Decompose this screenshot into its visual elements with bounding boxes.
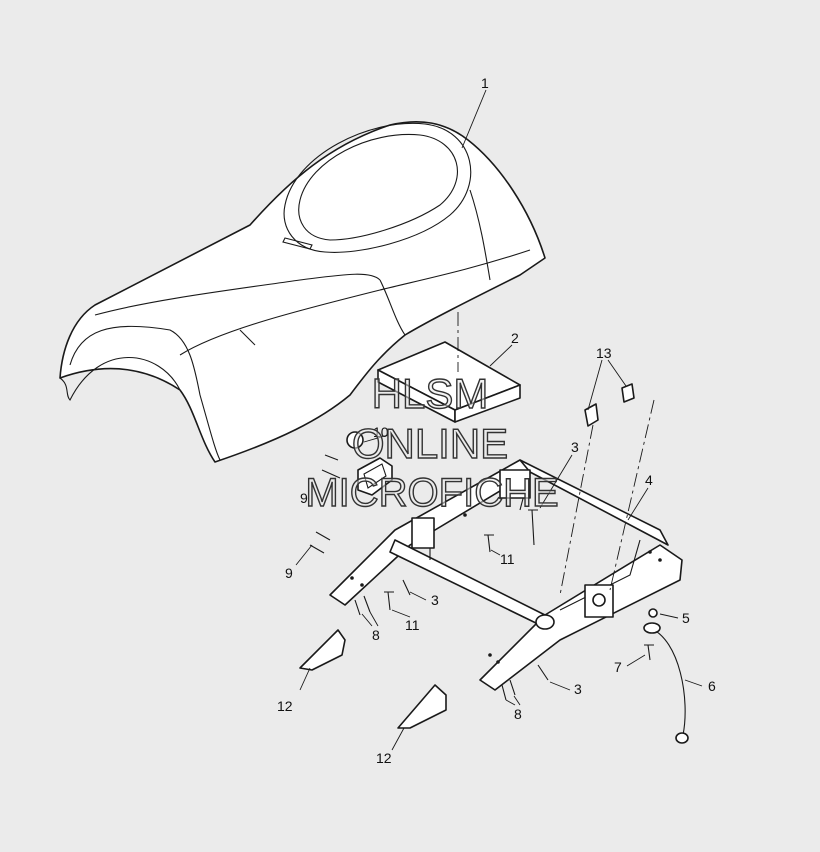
frame-rear-rail xyxy=(519,459,669,546)
leaders xyxy=(295,89,703,751)
tube-end xyxy=(535,614,555,630)
leader xyxy=(659,613,679,619)
dash-line xyxy=(559,424,594,596)
seat-stitch-3 xyxy=(379,279,406,336)
callout-3: 3 xyxy=(571,439,579,455)
seat-back-oval xyxy=(298,133,458,241)
seat-outline xyxy=(59,120,546,463)
brackets xyxy=(299,629,447,729)
callout-8: 8 xyxy=(514,706,522,722)
callout-8: 8 xyxy=(372,627,380,643)
hole xyxy=(350,576,354,580)
callout-7: 7 xyxy=(614,659,622,675)
callout-5: 5 xyxy=(682,610,690,626)
leader xyxy=(587,359,627,411)
pin xyxy=(309,531,331,554)
callout-11: 11 xyxy=(405,617,420,633)
bolt xyxy=(528,509,538,546)
seat xyxy=(59,120,546,463)
clip xyxy=(584,403,599,427)
hole xyxy=(658,558,662,562)
leader xyxy=(549,681,571,691)
nut xyxy=(648,608,658,618)
hole xyxy=(496,660,500,664)
clip xyxy=(621,383,635,403)
hole xyxy=(360,583,364,587)
callouts: 1 2 3 3 3 4 5 6 7 8 8 9 9 10 11 11 12 12… xyxy=(277,75,716,766)
callout-11: 11 xyxy=(500,551,515,567)
leader xyxy=(684,679,703,687)
callout-2: 2 xyxy=(511,330,519,346)
seat-front-rim xyxy=(69,325,221,461)
frame-right-rail xyxy=(479,544,683,691)
callout-9: 9 xyxy=(300,490,308,506)
leader xyxy=(627,487,649,521)
screw xyxy=(484,534,494,553)
pin xyxy=(321,454,341,479)
cable-eye xyxy=(643,622,661,634)
callout-12: 12 xyxy=(277,698,293,714)
leader xyxy=(489,344,513,367)
callout-12: 12 xyxy=(376,750,392,766)
leader xyxy=(461,89,487,149)
latch-knob xyxy=(346,431,364,449)
hole xyxy=(488,653,492,657)
hole xyxy=(463,513,467,517)
watermark-line-1: HLSM xyxy=(372,370,489,417)
watermark-line-2: ONLINE xyxy=(352,420,508,467)
seat-stitch-2 xyxy=(179,249,531,356)
bracket-lower-right xyxy=(397,684,447,729)
seat-handle-slot xyxy=(282,237,313,250)
leader xyxy=(490,549,501,556)
seat-stitch-1 xyxy=(94,273,381,316)
leader xyxy=(539,454,573,509)
rivet xyxy=(354,595,516,701)
frame-cross-tube xyxy=(389,539,546,626)
leader xyxy=(295,544,313,566)
seat-frame xyxy=(329,459,683,691)
leader xyxy=(361,611,379,627)
latch-inner xyxy=(363,463,387,489)
pad-side xyxy=(454,384,521,423)
seat-pad xyxy=(377,341,521,423)
callout-1: 1 xyxy=(481,75,489,91)
callout-3: 3 xyxy=(431,592,439,608)
leader xyxy=(363,434,389,443)
cable-end xyxy=(675,732,689,744)
watermark-line-3: MICROFICHE xyxy=(305,471,558,515)
leader xyxy=(626,654,646,667)
callout-3: 3 xyxy=(574,681,582,697)
dash-line xyxy=(609,399,655,591)
callout-13: 13 xyxy=(596,345,612,361)
hole xyxy=(648,550,652,554)
seat-stitch-4 xyxy=(469,189,491,281)
bracket-hole xyxy=(592,593,606,607)
leader xyxy=(409,591,427,601)
callout-9: 9 xyxy=(285,565,293,581)
seat-latch xyxy=(346,431,393,496)
seat-side-band xyxy=(59,356,181,401)
cable xyxy=(649,627,686,736)
callout-6: 6 xyxy=(708,678,716,694)
bracket-lower-left xyxy=(299,629,346,671)
callout-10: 10 xyxy=(373,424,389,440)
watermark: HLSM ONLINE MICROFICHE xyxy=(305,369,560,515)
callout-4: 4 xyxy=(645,472,653,488)
seat-stitch-5 xyxy=(239,329,256,346)
leader xyxy=(505,695,521,706)
bolt xyxy=(402,579,549,681)
screw xyxy=(644,644,654,661)
seat-back-oval-outer xyxy=(283,122,472,253)
leader xyxy=(391,727,405,751)
front-mount-plate xyxy=(411,517,435,549)
screw xyxy=(384,591,394,611)
rear-bracket-left xyxy=(499,469,531,499)
leader xyxy=(299,667,311,691)
leader xyxy=(391,609,411,618)
